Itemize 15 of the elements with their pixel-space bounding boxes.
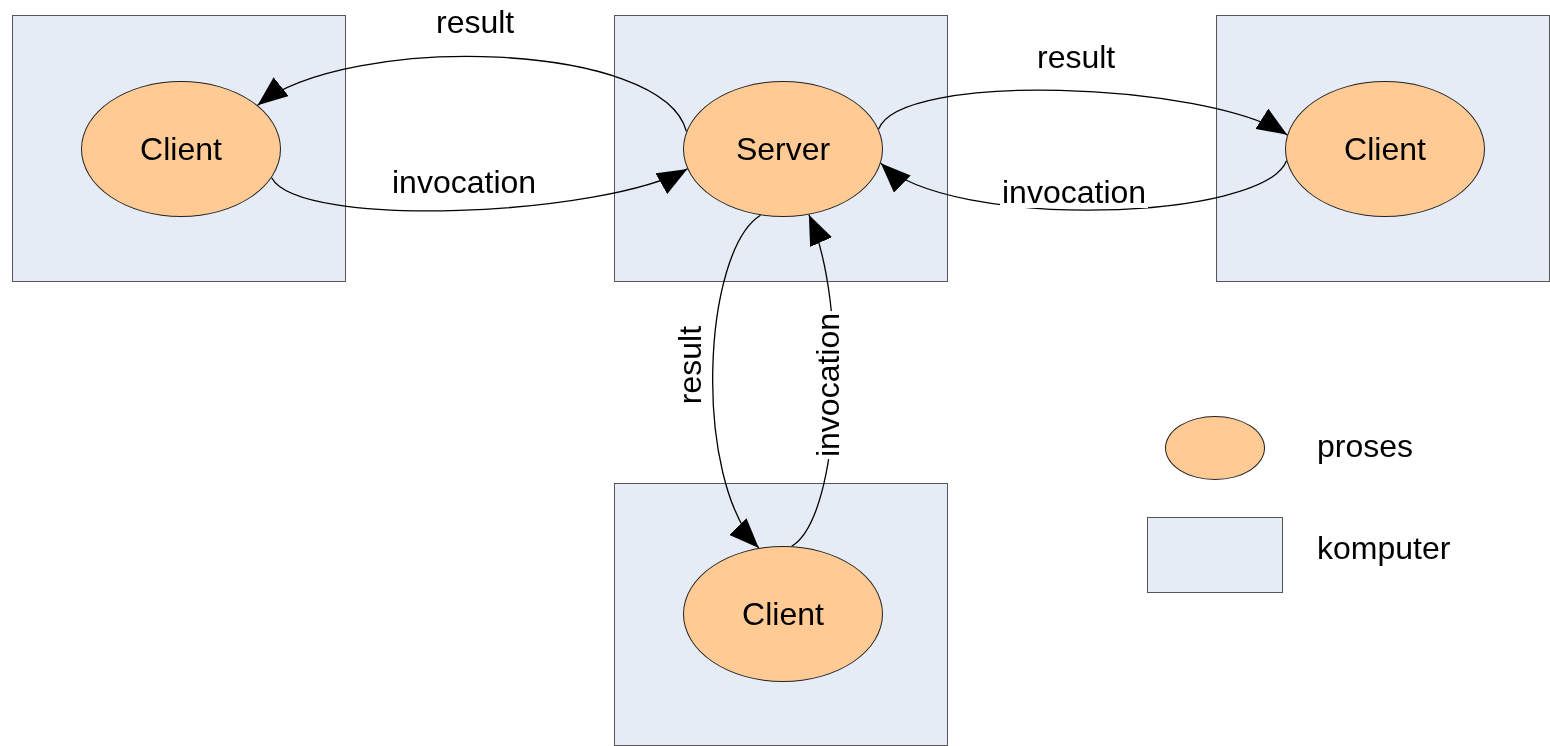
computer-box (614, 483, 948, 746)
arrow (878, 89, 1288, 136)
arrow (880, 160, 1288, 211)
computer-box (614, 15, 948, 282)
process-label: Client (742, 595, 824, 633)
arrow (271, 168, 688, 212)
arrow (712, 214, 762, 549)
legend-label: komputer (1316, 532, 1452, 564)
computer-box (1216, 15, 1550, 282)
arrow (256, 56, 688, 133)
computer-box (12, 15, 346, 282)
process-label: Client (140, 130, 222, 168)
legend-label: proses (1316, 430, 1415, 462)
process-label: Server (735, 130, 831, 168)
process-label: Client (1344, 130, 1426, 168)
